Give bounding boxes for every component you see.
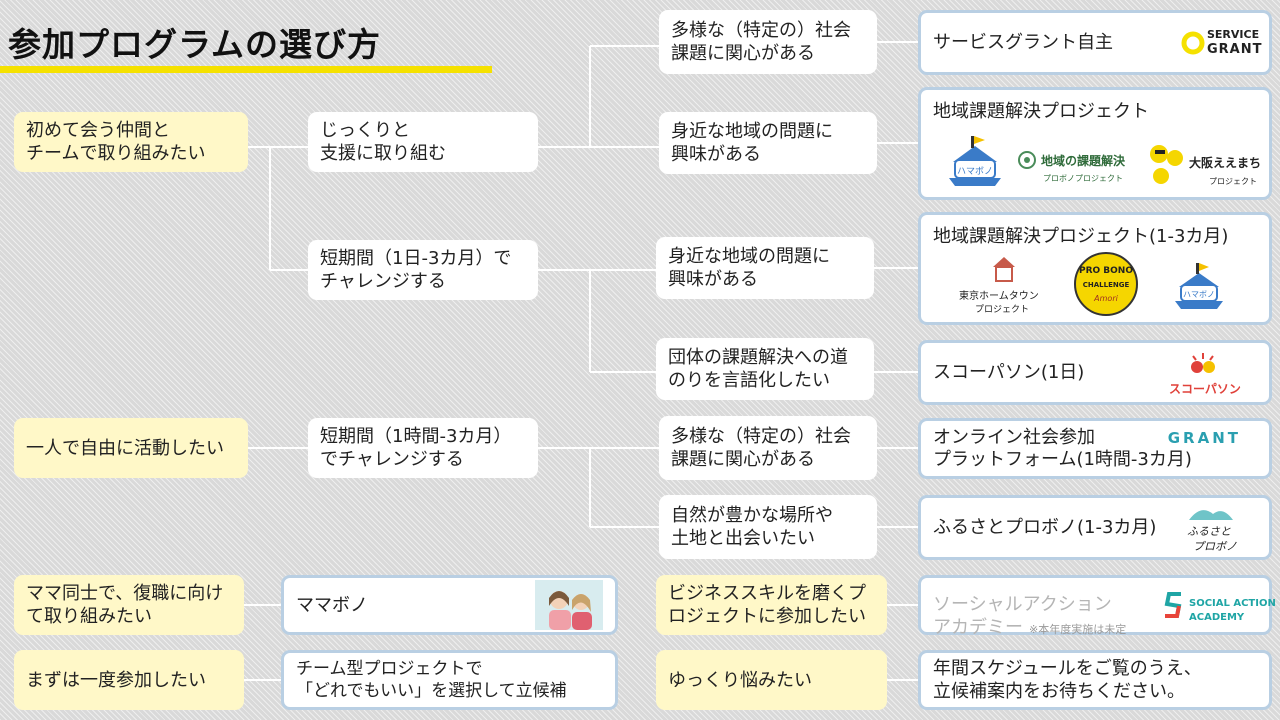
motivation-mama: ママ同士で、復職に向け て取り組みたい <box>14 575 244 635</box>
chiiki-logo-main: 地域の課題解決 <box>1041 154 1126 168</box>
hamabono-logo-icon: ハマボノ <box>949 136 1001 186</box>
interest-nature: 自然が豊かな場所や 土地と出会いたい <box>659 495 877 559</box>
service-grant-logo-bottom: GRANT <box>1207 41 1263 57</box>
pbc-logo-top: PRO BONO <box>1079 266 1133 276</box>
title-underline <box>0 66 492 73</box>
program-academy: ソーシャルアクション アカデミー※本年度実施は未定 SOCIAL ACTION … <box>918 575 1276 638</box>
style-longterm: じっくりと 支援に取り組む <box>308 112 538 172</box>
osaka-mascot-icon <box>1150 145 1183 184</box>
program-online[interactable]: オンライン社会参加 プラットフォーム(1時間-3カ月) GRANT <box>918 418 1272 479</box>
osaka-logo-main: 大阪ええまち <box>1189 156 1262 170</box>
furusato-logo: ふるさと プロボノ <box>1183 502 1243 554</box>
hamabono-logo-text: ハマボノ <box>957 166 993 177</box>
sa-logo-bottom: ACADEMY <box>1189 612 1245 623</box>
tokyo-logo-sub: プロジェクト <box>975 305 1030 315</box>
tokyo-logo-main: 東京ホームタウン <box>959 291 1039 302</box>
program-furusato[interactable]: ふるさとプロボノ(1-3カ月) ふるさと プロボノ <box>918 495 1272 560</box>
program-scoop[interactable]: スコーパソン(1日) スコーパソン <box>918 340 1272 405</box>
interest-local-2: 身近な地域の問題に 興味がある <box>656 237 874 299</box>
furusato-logo-top: ふるさと <box>1187 524 1231 538</box>
page-title: 参加プログラムの選び方 <box>8 25 382 64</box>
program-service-grant-label: サービスグラント自主 <box>933 32 1113 53</box>
program-scoop-label: スコーパソン(1日) <box>933 362 1085 383</box>
style-solo-short: 短期間（1時間-3カ月） でチャレンジする <box>308 418 538 478</box>
program-service-grant[interactable]: サービスグラント自主 SERVICE GRANT <box>918 10 1272 75</box>
interest-verbalize: 団体の課題解決への道 のりを言語化したい <box>656 338 874 400</box>
style-shortterm: 短期間（1日-3カ月）で チャレンジする <box>308 240 538 300</box>
pbc-logo-bottom: Amori <box>1093 294 1118 303</box>
hamabono-small-logo-text: ハマボノ <box>1183 290 1215 299</box>
motivation-solo: 一人で自由に活動したい <box>14 418 248 478</box>
osaka-logo-sub: プロジェクト <box>1209 177 1257 186</box>
furusato-hills-icon <box>1189 509 1233 520</box>
sa-logo-top: SOCIAL ACTION <box>1189 598 1276 609</box>
interest-business: ビジネススキルを磨くプ ロジェクトに参加したい <box>656 575 887 635</box>
pbc-logo-mid: CHALLENGE <box>1083 281 1130 289</box>
service-grant-ring-icon <box>1181 31 1205 54</box>
chiiki-logo-icon <box>1018 151 1036 169</box>
program-academy-label: ソーシャルアクション アカデミー <box>933 593 1112 638</box>
tokyo-hometown-house-icon <box>993 257 1015 282</box>
program-regional-short[interactable]: 地域課題解決プロジェクト(1-3カ月) 東京ホームタウン プロジェクト PRO … <box>918 212 1272 325</box>
scoop-logo: スコーパソン <box>1163 351 1243 396</box>
program-regional-label: 地域課題解決プロジェクト <box>933 101 1149 122</box>
grant-logo-text: GRANT <box>1167 429 1241 447</box>
service-grant-logo-top: SERVICE <box>1207 27 1260 41</box>
program-mamabono-label: ママボノ <box>296 594 368 616</box>
interest-social-issue-2: 多様な（特定の）社会 課題に関心がある <box>659 416 877 480</box>
interest-local-1: 身近な地域の問題に 興味がある <box>659 112 877 174</box>
program-online-label: オンライン社会参加 プラットフォーム(1時間-3カ月) <box>933 426 1192 470</box>
motivation-team: 初めて会う仲間と チームで取り組みたい <box>14 112 248 172</box>
program-mamabono[interactable]: ママボノ <box>281 575 618 635</box>
program-furusato-label: ふるさとプロボノ(1-3カ月) <box>933 517 1157 538</box>
hamabono-logo-small-icon: ハマボノ <box>1175 263 1223 309</box>
program-regional-short-label: 地域課題解決プロジェクト(1-3カ月) <box>933 226 1229 247</box>
service-grant-logo: SERVICE GRANT <box>1181 27 1262 58</box>
interest-undecided: ゆっくり悩みたい <box>656 650 887 710</box>
program-academy-note: ※本年度実施は未定 <box>1029 622 1127 636</box>
motivation-once: まずは一度参加したい <box>14 650 244 710</box>
program-schedule: 年間スケジュールをご覧のうえ、 立候補案内をお待ちください。 <box>918 650 1272 710</box>
scoop-logo-text: スコーパソン <box>1169 381 1241 396</box>
chiiki-logo-sub: プロボノプロジェクト <box>1043 174 1123 183</box>
furusato-logo-bottom: プロボノ <box>1193 539 1237 553</box>
interest-social-issue-1: 多様な（特定の）社会 課題に関心がある <box>659 10 877 74</box>
program-team-any[interactable]: チーム型プロジェクトで 「どれでもいい」を選択して立候補 <box>281 650 618 710</box>
social-action-academy-logo: SOCIAL ACTION ACADEMY <box>1163 588 1276 623</box>
social-action-s-icon <box>1164 592 1182 618</box>
probono-challenge-logo-icon: PRO BONO CHALLENGE Amori <box>1074 252 1138 316</box>
program-regional[interactable]: 地域課題解決プロジェクト ハマボノ 地域の課題解決 プロボノプロジェクト 大阪え… <box>918 87 1272 200</box>
scoop-mascot-icon <box>1191 352 1215 373</box>
mamabono-illustration-icon <box>535 580 603 630</box>
